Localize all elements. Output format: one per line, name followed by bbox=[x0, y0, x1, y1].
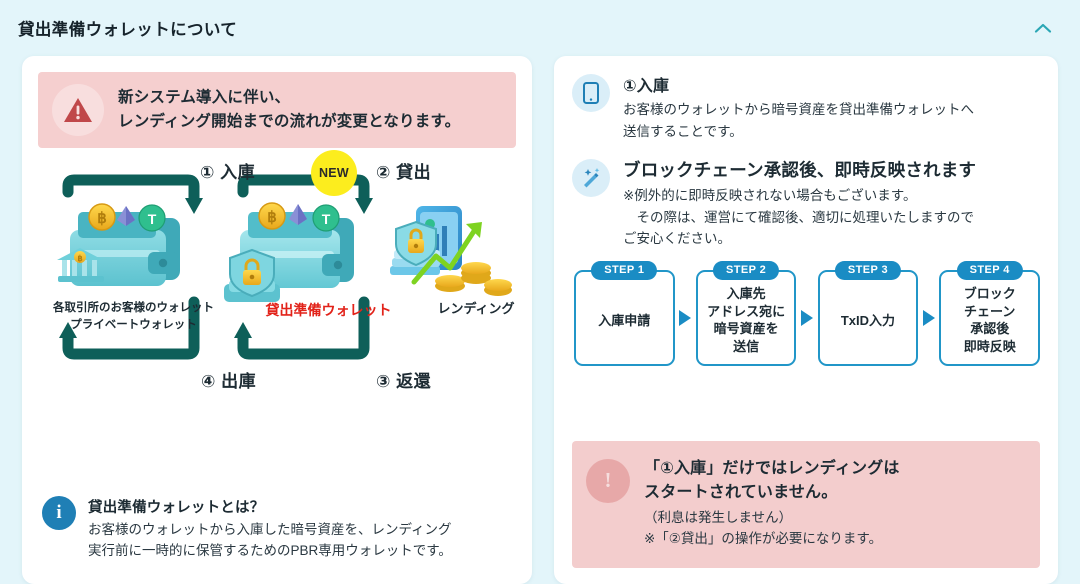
step-arrow-2 bbox=[796, 270, 817, 366]
warning-triangle-icon bbox=[64, 98, 92, 122]
step-4: STEP 4 ブロック チェーン 承認後 即時反映 bbox=[939, 261, 1040, 367]
step-3-text: TxID入力 bbox=[840, 312, 895, 328]
alert-heading: 「①入庫」だけではレンディングは スタートされていません。 bbox=[644, 459, 900, 501]
caption-lending: レンディング bbox=[437, 301, 515, 316]
smartphone-icon bbox=[583, 82, 599, 104]
system-change-notice: 新システム導入に伴い、 レンディング開始までの流れが変更となります。 bbox=[38, 72, 516, 148]
caption-exchange-wallet: 各取引所のお客様のウォレット プライベートウォレット bbox=[53, 302, 214, 331]
flow-label-out: ④ 出庫 bbox=[201, 372, 257, 391]
magic-wand-icon bbox=[584, 167, 600, 188]
info-body: お客様のウォレットから入庫した暗号資産を、レンディング 実行前に一時的に保管する… bbox=[88, 521, 452, 559]
step-3: STEP 3 TxID入力 bbox=[817, 261, 919, 367]
magic-wand-icon-wrap bbox=[572, 158, 610, 197]
exclamation-glyph: ! bbox=[604, 468, 612, 493]
deposit-details-card: ①入庫 お客様のウォレットから暗号資産を貸出準備ウォレットへ 送信することです。… bbox=[554, 56, 1058, 584]
step-arrow-1 bbox=[675, 270, 696, 366]
step-2-badge: STEP 2 bbox=[713, 261, 780, 281]
svg-text:฿: ฿ bbox=[267, 210, 277, 226]
info-circle-icon: i bbox=[42, 495, 76, 530]
collapse-toggle-button[interactable] bbox=[1030, 15, 1056, 41]
step-1: STEP 1 入庫申請 bbox=[574, 261, 675, 367]
wallet-flow-diagram: ฿ T ฿ bbox=[38, 150, 516, 417]
step-2: STEP 2 入庫先 アドレス宛に 暗号資産を 送信 bbox=[695, 261, 797, 367]
deposit-steps: STEP 1 入庫申請 STEP 2 入庫先 アドレス宛に 暗号資産を 送信 S… bbox=[572, 261, 1040, 367]
section-blockchain: ブロックチェーン承認後、即時反映されます ※例外的に即時反映されない場合もござい… bbox=[572, 157, 1040, 251]
chevron-up-icon bbox=[1034, 23, 1052, 33]
exclamation-circle-icon: ! bbox=[586, 458, 630, 503]
step-3-badge: STEP 3 bbox=[834, 261, 901, 281]
notice-line-1: 新システム導入に伴い、 bbox=[118, 88, 291, 106]
caption-reserve-wallet: 貸出準備ウォレット bbox=[265, 302, 392, 318]
alert-sub: （利息は発生しません） ※「②貸出」の操作が必要になります。 bbox=[644, 509, 883, 547]
info-glyph: i bbox=[56, 501, 62, 523]
svg-text:฿: ฿ bbox=[97, 211, 107, 227]
info-title: 貸出準備ウォレットとは？ bbox=[88, 499, 265, 516]
warning-badge bbox=[52, 84, 104, 136]
step-4-badge: STEP 4 bbox=[956, 261, 1023, 281]
svg-text:T: T bbox=[322, 211, 331, 227]
flow-label-return: ③ 返還 bbox=[376, 372, 432, 391]
arrow-right-icon bbox=[801, 310, 813, 327]
new-badge: NEW bbox=[311, 150, 357, 196]
page-title: 貸出準備ウォレットについて bbox=[18, 21, 238, 39]
notice-line-2: レンディング開始までの流れが変更となります。 bbox=[118, 113, 461, 130]
flow-overview-card: 新システム導入に伴い、 レンディング開始までの流れが変更となります。 bbox=[22, 56, 532, 584]
step-arrow-3 bbox=[918, 270, 939, 366]
arrow-right-icon bbox=[922, 310, 935, 327]
section-blockchain-title: ブロックチェーン承認後、即時反映されます bbox=[623, 159, 977, 180]
flow-arrows-and-illustrations: ฿ T ฿ bbox=[57, 174, 512, 360]
panels-container: 新システム導入に伴い、 レンディング開始までの流れが変更となります。 bbox=[0, 56, 1080, 584]
arrow-right-icon bbox=[679, 310, 692, 327]
step-1-text: 入庫申請 bbox=[598, 312, 651, 328]
lending-not-started-alert: ! 「①入庫」だけではレンディングは スタートされていません。 （利息は発生しま… bbox=[572, 440, 1040, 568]
svg-text:T: T bbox=[148, 211, 157, 227]
section-deposit-title: ①入庫 bbox=[623, 78, 670, 95]
flow-label-in: ① 入庫 bbox=[200, 163, 256, 182]
notice-text: 新システム導入に伴い、 レンディング開始までの流れが変更となります。 bbox=[118, 86, 460, 134]
section-header[interactable]: 貸出準備ウォレットについて bbox=[0, 0, 1080, 56]
step-4-text: ブロック チェーン 承認後 即時反映 bbox=[963, 286, 1016, 354]
svg-text:฿: ฿ bbox=[77, 254, 82, 263]
reserve-wallet-info: i 貸出準備ウォレットとは？ お客様のウォレットから入庫した暗号資産を、レンディ… bbox=[38, 490, 516, 576]
section-deposit-body: お客様のウォレットから暗号資産を貸出準備ウォレットへ 送信することです。 bbox=[623, 102, 974, 139]
section-deposit: ①入庫 お客様のウォレットから暗号資産を貸出準備ウォレットへ 送信することです。 bbox=[572, 72, 1040, 143]
smartphone-icon-wrap bbox=[572, 74, 610, 112]
step-1-badge: STEP 1 bbox=[591, 261, 658, 281]
flow-label-lend: ② 貸出 bbox=[376, 163, 432, 182]
step-2-text: 入庫先 アドレス宛に 暗号資産を 送信 bbox=[707, 286, 786, 354]
section-blockchain-body: ※例外的に即時反映されない場合もございます。 その際は、運営にて確認後、適切に処… bbox=[623, 187, 974, 247]
